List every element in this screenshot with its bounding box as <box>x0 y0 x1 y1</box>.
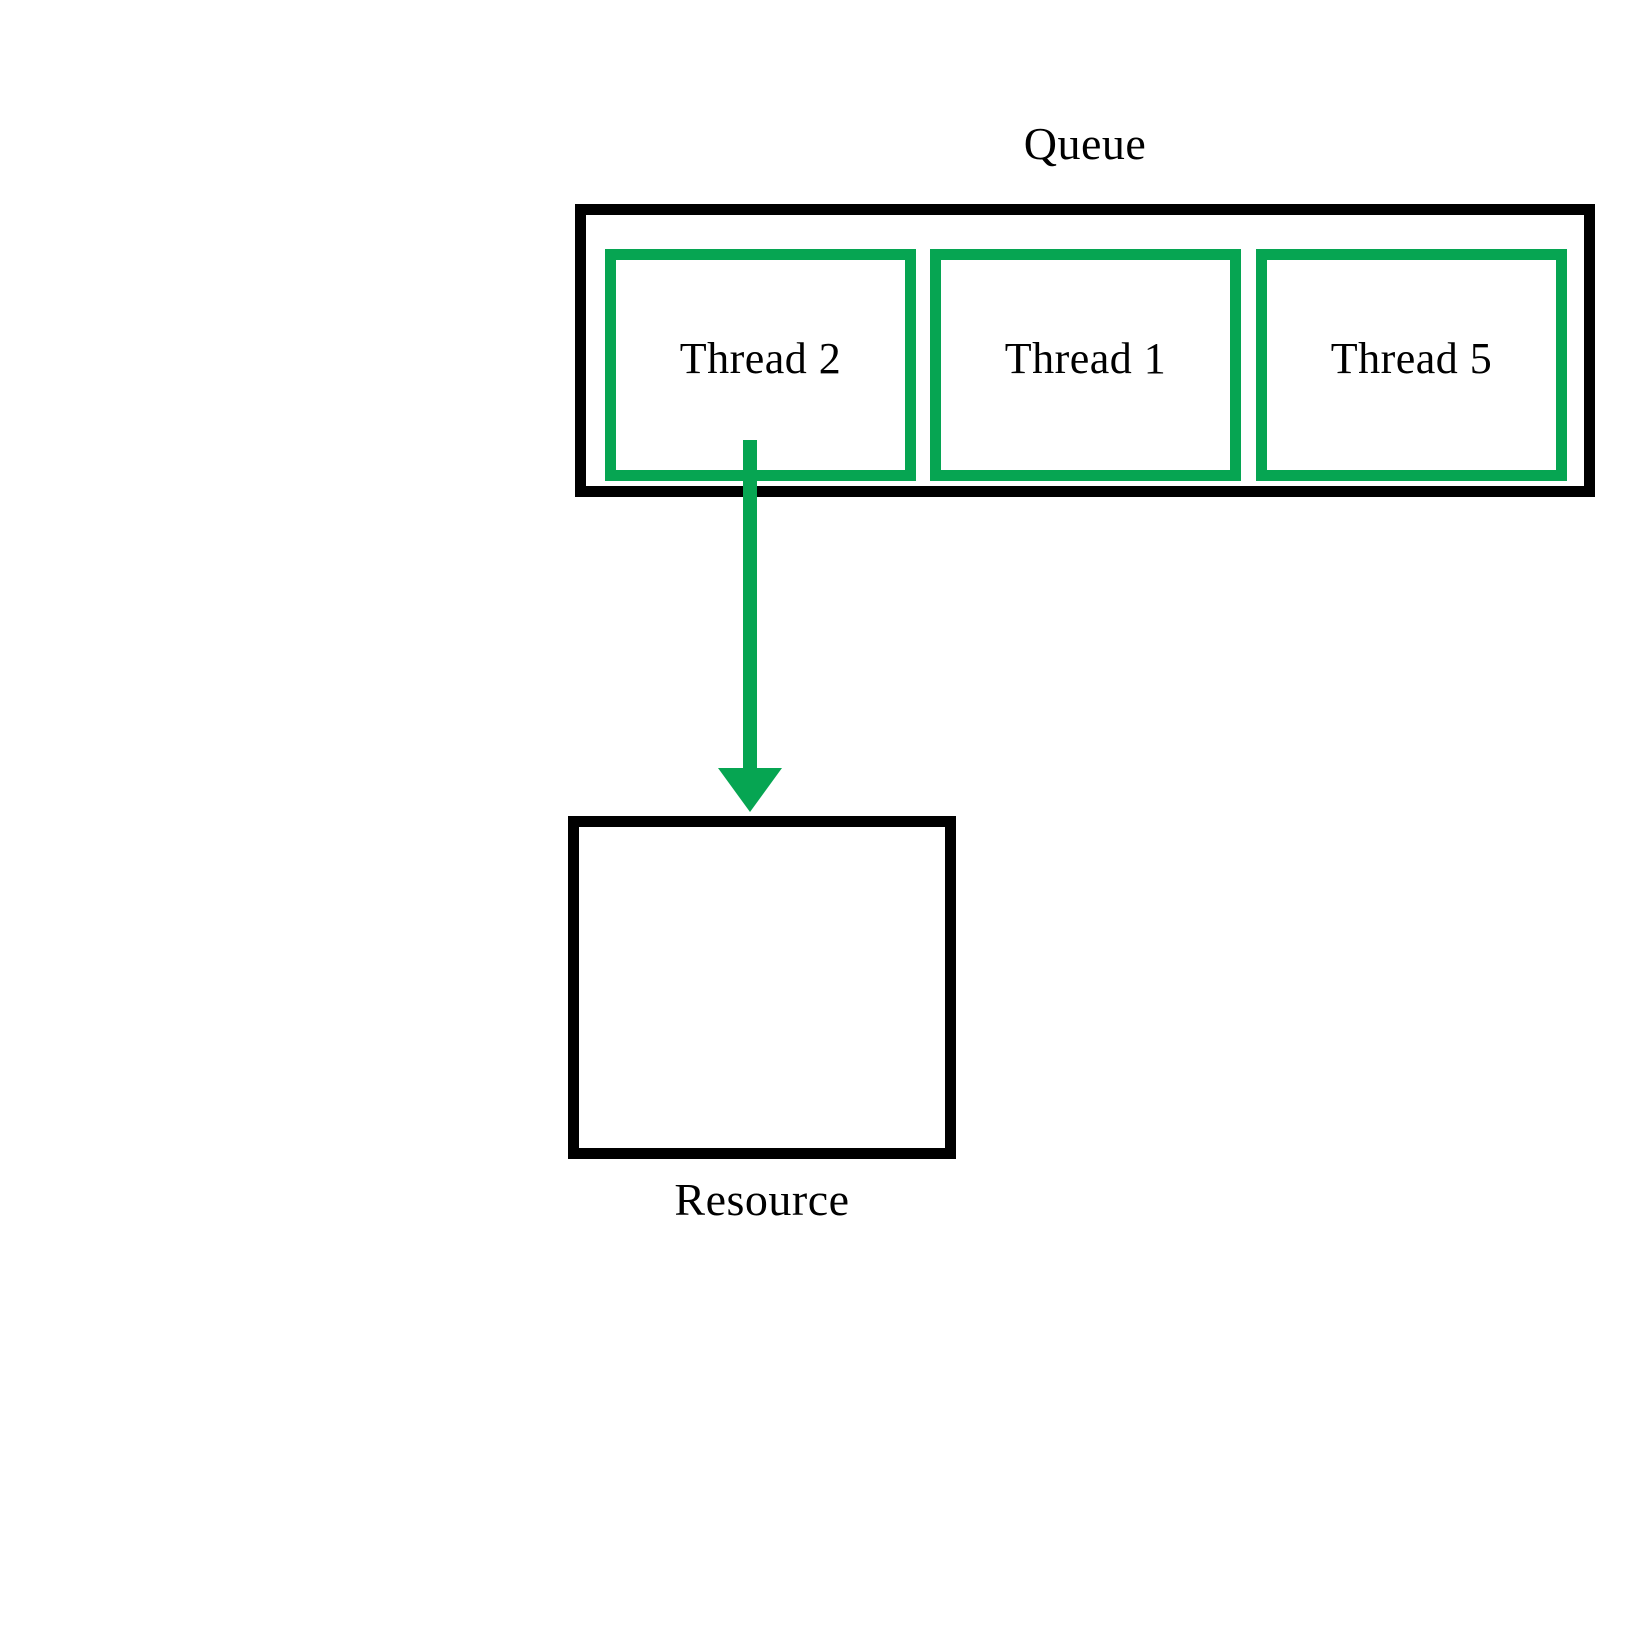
resource-title: Resource <box>674 1174 850 1225</box>
resource-box[interactable] <box>568 816 956 1159</box>
queue-slots: Thread 2 Thread 1 Thread 5 <box>586 215 1584 486</box>
queue-thread-label-3: Thread 5 <box>1330 334 1493 383</box>
queue-thread-box-3[interactable]: Thread 5 <box>1256 249 1567 481</box>
queue-container: Thread 2 Thread 1 Thread 5 <box>575 204 1595 497</box>
arrow-thread2-to-resource-icon <box>718 440 782 812</box>
queue-thread-box-2[interactable]: Thread 1 <box>930 249 1241 481</box>
queue-thread-box-1[interactable]: Thread 2 <box>605 249 916 481</box>
queue-thread-label-1: Thread 2 <box>679 334 842 383</box>
queue-title: Queue <box>1023 118 1147 169</box>
queue-thread-label-2: Thread 1 <box>1004 334 1167 383</box>
